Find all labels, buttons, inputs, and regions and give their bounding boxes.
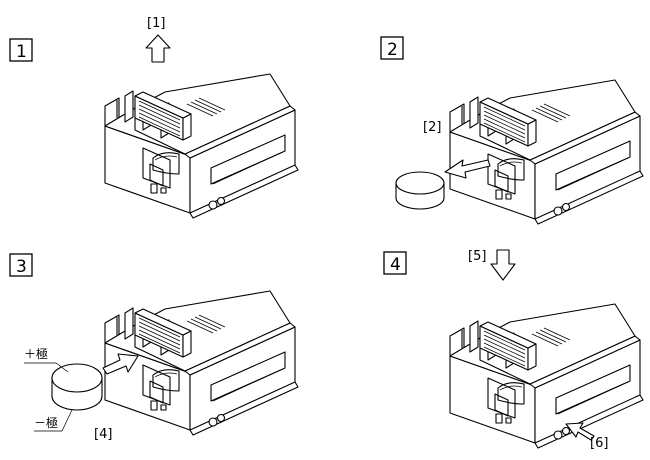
step-2: 2 [2] bbox=[380, 36, 644, 225]
left-arrow-icon bbox=[565, 422, 595, 441]
battery-icon bbox=[51, 363, 103, 411]
step-number: 4 bbox=[390, 255, 401, 275]
up-arrow-icon bbox=[145, 34, 171, 63]
step-1: 1 [1] bbox=[9, 16, 299, 219]
step-number-box bbox=[9, 253, 33, 277]
step-3: 3 ＋極 －極 [4] bbox=[9, 253, 299, 442]
left-arrow-icon bbox=[444, 159, 491, 179]
minus-terminal-label: －極 bbox=[34, 415, 58, 430]
callout-5: [5] bbox=[468, 249, 486, 264]
callout-4: [4] bbox=[94, 427, 112, 442]
step-number: 1 bbox=[16, 42, 27, 62]
step-number-box bbox=[9, 38, 33, 62]
callout-6: [6] bbox=[590, 436, 608, 451]
step-number: 3 bbox=[16, 257, 27, 277]
step-number-box bbox=[380, 36, 404, 60]
right-arrow-icon bbox=[102, 353, 139, 375]
step-number-box bbox=[383, 251, 407, 275]
plus-terminal-label: ＋極 bbox=[24, 346, 48, 361]
step-number: 2 bbox=[387, 40, 398, 60]
battery-icon bbox=[395, 171, 445, 210]
callout-2: [2] bbox=[423, 120, 441, 135]
step-4: 4 [5] [6] bbox=[383, 249, 644, 451]
down-arrow-icon bbox=[490, 249, 516, 281]
callout-1: [1] bbox=[147, 16, 165, 31]
